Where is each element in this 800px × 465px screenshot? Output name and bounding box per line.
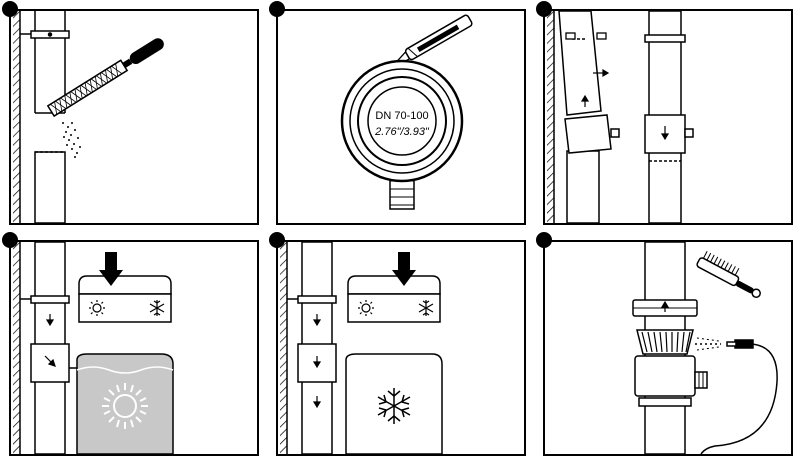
- pipe-icon: [287, 242, 337, 454]
- bracket-tab-icon: [565, 32, 607, 40]
- step-2-illustration: DN 70-100 2.76"/3.93": [340, 14, 473, 210]
- brush-icon: [696, 251, 761, 298]
- sun-icon: [89, 300, 105, 316]
- wall-hatch: [13, 242, 20, 454]
- snowflake-icon: [377, 388, 411, 424]
- step-badge: [269, 1, 285, 17]
- step-badge: [269, 232, 285, 248]
- sun-icon: [102, 383, 148, 429]
- wall-hatch: [547, 11, 554, 223]
- collector-body-icon: [634, 355, 708, 407]
- arrow-icon: [312, 314, 322, 409]
- step-badge: [536, 232, 552, 248]
- arrow-icon: [660, 126, 670, 141]
- shavings-icon: [62, 122, 81, 158]
- step-1-illustration: [13, 11, 164, 223]
- panel-step-1: [9, 9, 259, 225]
- panel-step-4: [9, 240, 259, 456]
- size-label: DN 70-100: [375, 110, 428, 122]
- inch-label: 2.76"/3.93": [374, 126, 430, 138]
- step-badge: [536, 1, 552, 17]
- sun-icon: [358, 300, 374, 316]
- wall-hatch: [280, 242, 287, 454]
- hose-icon: [695, 337, 778, 454]
- arrow-icon: [580, 68, 610, 107]
- pipe-icon: [644, 11, 694, 223]
- pipe-bracket-icon: [20, 30, 70, 39]
- collector-icon: [564, 114, 620, 154]
- collector-ring-icon: [340, 59, 464, 210]
- step-badge: [2, 232, 18, 248]
- panel-step-5: [276, 240, 526, 456]
- wall-hatch: [13, 11, 20, 223]
- step-6-illustration: [632, 242, 778, 454]
- step-badge: [2, 1, 18, 17]
- panel-step-6: [543, 240, 793, 456]
- switch-box-icon: [78, 252, 172, 323]
- panel-step-2: DN 70-100 2.76"/3.93": [276, 9, 526, 225]
- step-4-illustration: [13, 242, 174, 454]
- arrow-icon: [660, 300, 670, 312]
- step-3-illustration: [547, 11, 694, 223]
- tank-icon: [76, 353, 174, 454]
- step-5-illustration: [280, 242, 443, 454]
- snowflake-icon: [149, 300, 165, 316]
- pipe-icon: [34, 11, 66, 223]
- switch-box-icon: [347, 252, 441, 323]
- snowflake-icon: [418, 300, 434, 316]
- file-icon: [46, 38, 164, 118]
- filter-icon: [636, 329, 694, 355]
- panel-step-3: [543, 9, 793, 225]
- pipe-icon: [20, 242, 81, 454]
